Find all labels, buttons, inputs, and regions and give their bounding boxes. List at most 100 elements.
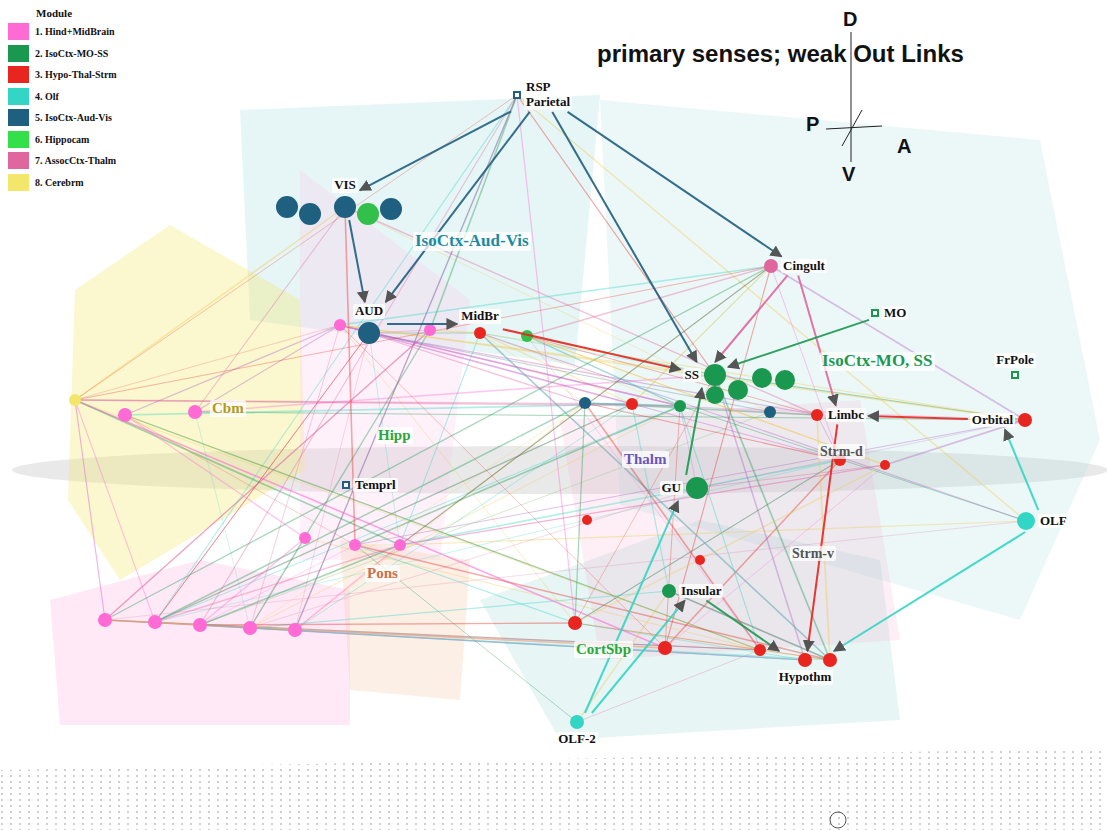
fiber-line (355, 545, 830, 660)
fiber-line (400, 266, 771, 545)
region-name: MO (882, 306, 908, 321)
node-labels: Insular (679, 584, 723, 599)
brain-region-node: Orbital (970, 413, 1032, 428)
fiber-line (155, 406, 680, 622)
fiber-line (680, 406, 1026, 521)
fiber-line (75, 325, 340, 400)
legend-text: 5. IsoCtx-Aud-Vis (35, 112, 112, 123)
region-dot (811, 409, 823, 421)
region-label: Thalm (622, 451, 669, 468)
region-label: IsoCtx-MO, SS (820, 352, 935, 371)
brain-region-node: Limbc (811, 408, 866, 423)
module-hull (300, 170, 470, 560)
region-name: OLF-2 (556, 732, 598, 747)
fiber-line (517, 95, 575, 623)
module-hull (340, 540, 470, 700)
node-labels: MO (882, 306, 908, 321)
axis-label: A (897, 135, 911, 157)
region-dot (568, 616, 582, 630)
axis-line (826, 126, 882, 129)
region-dot (118, 408, 132, 422)
region-dot (513, 91, 521, 99)
fiber-line (345, 207, 770, 412)
region-dot (69, 394, 81, 406)
region-label: Strm-v (790, 546, 836, 561)
connection-line (834, 532, 1025, 651)
cursor-ring (830, 812, 846, 828)
legend-swatch (8, 152, 29, 169)
connection-line (386, 112, 530, 302)
fiber-line (680, 406, 817, 415)
fiber-line (527, 336, 760, 650)
legend-row: 6. Hippocam (8, 131, 89, 148)
floor-grid (0, 748, 1107, 830)
region-dot (626, 398, 638, 410)
module-hull (50, 560, 350, 725)
region-name: Hypothm (777, 670, 834, 685)
region-dot (674, 400, 686, 412)
legend-row: 7. AssocCtx-Thalm (8, 152, 116, 169)
region-name: FrPole (994, 353, 1036, 368)
region-dot (349, 539, 361, 551)
region-dot (662, 584, 676, 598)
node-labels: OLF (1038, 514, 1069, 529)
region-dot (775, 370, 795, 390)
axis-label: P (806, 113, 819, 135)
fiber-line (125, 415, 305, 538)
region-dot (658, 641, 672, 655)
fiber-line (340, 266, 771, 325)
legend-row: 4. Olf (8, 88, 59, 105)
legend-text: 3. Hypo-Thal-Strm (35, 69, 117, 80)
module-hull (560, 400, 900, 660)
region-dot (148, 615, 162, 629)
region-name: SS (683, 368, 701, 383)
legend-text: 7. AssocCtx-Thalm (35, 155, 116, 166)
fiber-line (771, 266, 1025, 420)
region-name: Orbital (970, 413, 1015, 428)
connection-line (686, 388, 702, 475)
fiber-line (155, 333, 369, 622)
region-name: MidBr (459, 309, 501, 324)
region-dot (357, 203, 379, 225)
node-labels: Limbc (826, 408, 866, 423)
region-dot (582, 515, 592, 525)
brain-region-node: VIS (332, 178, 358, 218)
fiber-line (75, 266, 771, 400)
region-label: Hipp (376, 427, 413, 444)
node-labels: AUD (353, 304, 385, 319)
legend-swatch (8, 109, 29, 126)
region-dot (798, 653, 812, 667)
node-labels: Temprl (353, 478, 398, 493)
region-dot (1017, 512, 1035, 530)
fiber-line (75, 400, 105, 620)
brain-region-node: MO (871, 306, 908, 321)
node-labels: RSPParietal (524, 80, 572, 110)
legend-swatch (8, 131, 29, 148)
fiber-line (200, 623, 575, 625)
region-dot (880, 460, 890, 470)
node-labels: VIS (332, 178, 358, 193)
region-name: Temprl (353, 478, 398, 493)
legend-text: 4. Olf (35, 91, 59, 102)
legend-row: 3. Hypo-Thal-Strm (8, 66, 117, 83)
region-name: OLF (1038, 514, 1069, 529)
region-dot (276, 196, 298, 218)
fiber-line (400, 460, 840, 545)
brain-region-node: Cingult (764, 259, 827, 274)
fiber-line (75, 207, 345, 400)
region-name: Limbc (826, 408, 866, 423)
fiber-line (585, 403, 760, 650)
connection-line (360, 111, 511, 190)
fiber-line (340, 325, 575, 623)
region-dot (754, 644, 766, 656)
fiber-line (105, 330, 430, 620)
region-label: Pons (365, 565, 400, 582)
region-dot (394, 539, 406, 551)
region-dot (474, 327, 486, 339)
node-labels: MidBr (459, 309, 501, 324)
region-dot (579, 397, 591, 409)
region-label: CortSbp (574, 641, 633, 658)
legend-heading: Module (36, 7, 72, 19)
fiber-line (680, 406, 697, 488)
